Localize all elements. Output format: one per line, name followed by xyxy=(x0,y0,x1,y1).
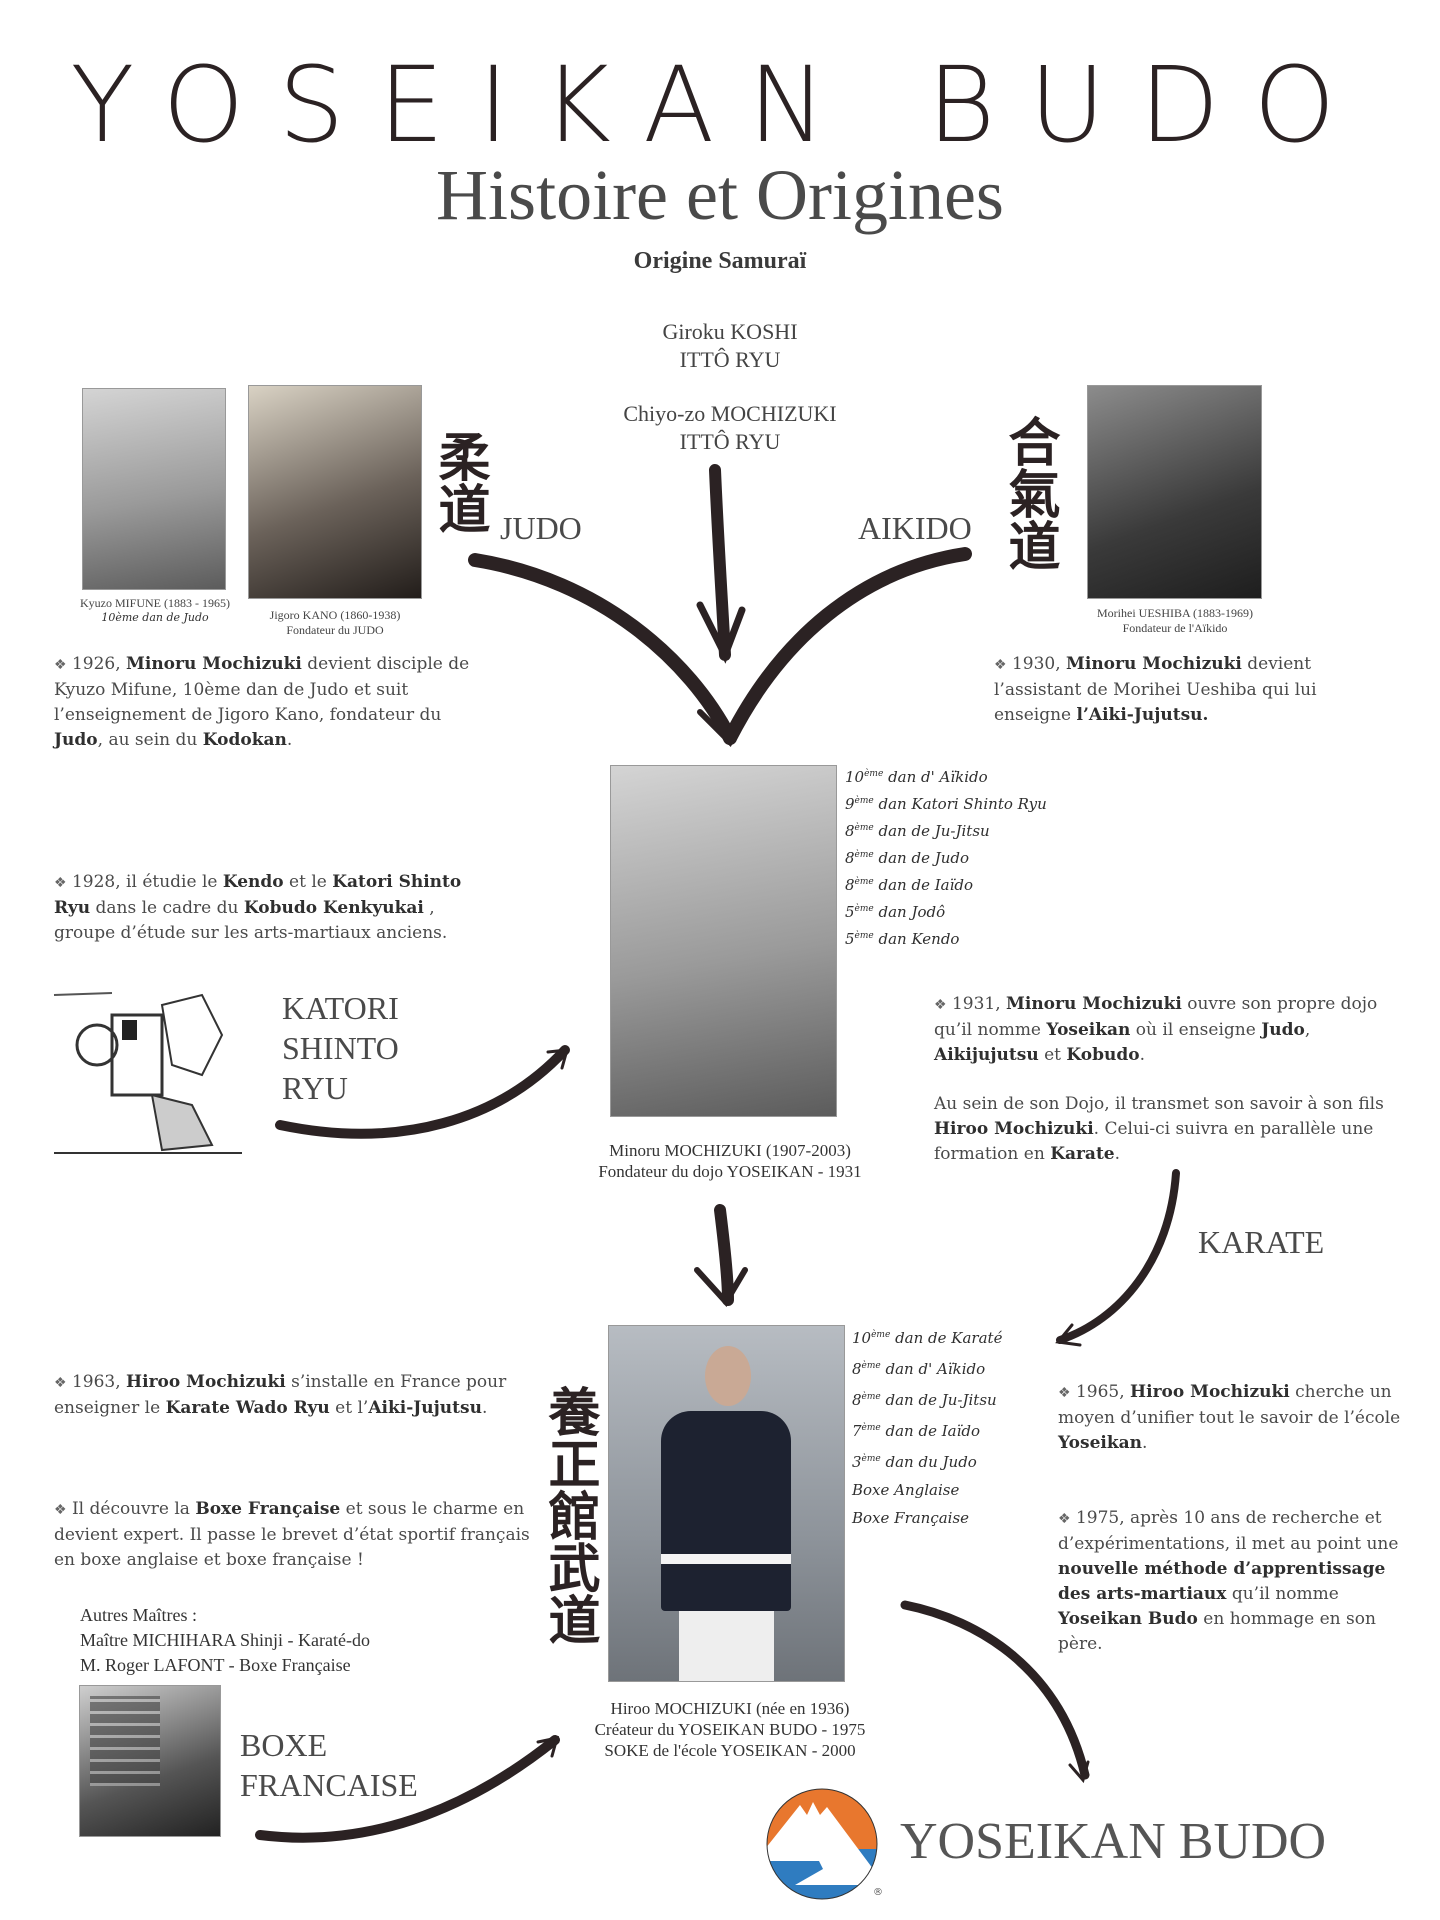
event-1926: ❖ 1926, Minoru Mochizuki devient discipl… xyxy=(54,654,470,750)
registered-mark: ® xyxy=(873,1887,883,1898)
grade-item: 8ème dan d' Aïkido xyxy=(852,1360,986,1378)
lineage-chiyozo: Chiyo-zo MOCHIZUKI ITTÔ RYU xyxy=(520,400,940,456)
grade-item: Boxe Anglaise xyxy=(852,1481,960,1499)
caption-hiroo: Hiroo MOCHIZUKI (née en 1936) Créateur d… xyxy=(560,1698,900,1761)
grade-item: 8ème dan de Ju-Jitsu xyxy=(845,822,990,840)
hiroo-grades-list: 10ème dan de Karaté 8ème dan d' Aïkido 8… xyxy=(852,1323,1052,1530)
grade-item: 9ème dan Katori Shinto Ryu xyxy=(845,795,1047,813)
event-1965: ❖ 1965, Hiroo Mochizuki cherche un moyen… xyxy=(1058,1382,1401,1453)
grade-item: Boxe Française xyxy=(852,1509,970,1527)
event-1975: ❖ 1975, après 10 ans de recherche et d’e… xyxy=(1058,1508,1399,1654)
bullet-icon: ❖ xyxy=(54,1375,67,1391)
face xyxy=(705,1346,751,1406)
caption-name: Minoru MOCHIZUKI (1907-2003) xyxy=(609,1141,851,1160)
grade-item: 8ème dan de Ju-Jitsu xyxy=(852,1391,997,1409)
bullet-icon: ❖ xyxy=(54,875,67,891)
lineage-school: ITTÔ RYU xyxy=(679,347,781,372)
caption-kano: Jigoro KANO (1860-1938) Fondateur du JUD… xyxy=(230,608,440,638)
grade-item: 8ème dan de Judo xyxy=(845,849,970,867)
event-1931-son: Au sein de son Dojo, il transmet son sav… xyxy=(934,1094,1384,1164)
other-masters: Autres Maîtres : Maître MICHIHARA Shinji… xyxy=(80,1603,480,1678)
caption-role-2: SOKE de l'école YOSEIKAN - 2000 xyxy=(604,1741,856,1760)
caption-mifune: Kyuzo MIFUNE (1883 - 1965) 10ème dan de … xyxy=(60,596,250,625)
white-belt xyxy=(661,1554,791,1564)
grade-item: 8ème dan de Iaïdo xyxy=(845,876,974,894)
photo-hiroo-mochizuki xyxy=(608,1325,845,1682)
samurai-drawing-icon xyxy=(53,992,242,1154)
wall-bars xyxy=(90,1696,160,1786)
kanji-aikido: 合氣道 xyxy=(999,415,1060,571)
grade-item: 3ème dan du Judo xyxy=(852,1453,977,1471)
event-1963: ❖ 1963, Hiroo Mochizuki s’installe en Fr… xyxy=(54,1372,507,1418)
grade-item: 5ème dan Jodô xyxy=(845,903,946,921)
label-judo: JUDO xyxy=(500,510,582,546)
caption-name: Morihei UESHIBA (1883-1969) xyxy=(1097,606,1253,620)
illustration-samurai xyxy=(52,975,242,1163)
caption-name: Hiroo MOCHIZUKI (née en 1936) xyxy=(610,1699,850,1718)
grade-item: 5ème dan Kendo xyxy=(845,930,960,948)
section-title: Origine Samuraï xyxy=(633,248,807,274)
caption-name: Jigoro KANO (1860-1938) xyxy=(269,608,401,622)
bullet-icon: ❖ xyxy=(934,997,947,1013)
caption-rank: 10ème dan de Judo xyxy=(101,611,209,624)
lineage-name: Chiyo-zo MOCHIZUKI xyxy=(623,401,837,426)
label-karate: KARATE xyxy=(1198,1224,1325,1260)
event-boxe-francaise: ❖ Il découvre la Boxe Française et sous … xyxy=(54,1499,530,1570)
arrow-judo-icon xyxy=(468,553,737,745)
lineage-name: Giroku KOSHI xyxy=(662,319,798,344)
caption-role: Fondateur de l'Aïkido xyxy=(1122,621,1228,635)
other-masters-title: Autres Maîtres : xyxy=(80,1605,197,1625)
main-title: YOSEIKAN BUDO xyxy=(70,44,1370,166)
photo-morihei-ueshiba xyxy=(1087,385,1262,599)
kanji-judo: 柔道 xyxy=(429,430,490,534)
photo-jigoro-kano xyxy=(248,385,422,599)
event-1930: ❖ 1930, Minoru Mochizuki devient l’assis… xyxy=(994,654,1317,725)
other-master-item: Maître MICHIHARA Shinji - Karaté-do xyxy=(80,1630,370,1650)
bullet-icon: ❖ xyxy=(54,657,67,673)
caption-role: Créateur du YOSEIKAN BUDO - 1975 xyxy=(594,1720,866,1739)
caption-role: Fondateur du JUDO xyxy=(286,623,384,637)
arrow-aikido-icon xyxy=(723,547,972,745)
label-katori-shinto-ryu: KATORI SHINTO RYU xyxy=(282,990,399,1106)
caption-minoru: Minoru MOCHIZUKI (1907-2003) Fondateur d… xyxy=(560,1140,900,1182)
other-master-item: M. Roger LAFONT - Boxe Française xyxy=(80,1655,351,1675)
photo-minoru-mochizuki xyxy=(610,765,837,1117)
lineage-koshi: Giroku KOSHI ITTÔ RYU xyxy=(520,318,940,374)
bullet-icon: ❖ xyxy=(994,657,1007,673)
lineage-school: ITTÔ RYU xyxy=(679,429,781,454)
label-aikido: AIKIDO xyxy=(858,510,972,546)
event-1928: ❖ 1928, il étudie le Kendo et le Katori … xyxy=(54,872,462,943)
photo-boxe-francaise xyxy=(79,1685,221,1837)
logo-text: YOSEIKAN BUDO xyxy=(900,1813,1327,1870)
mount-fuji-logo-icon xyxy=(766,1788,878,1900)
kanji-yoseikan-budo: 養正館武道 xyxy=(539,1385,600,1645)
caption-role: Fondateur du dojo YOSEIKAN - 1931 xyxy=(598,1162,862,1181)
gi-jacket xyxy=(661,1411,791,1611)
gi-pants xyxy=(679,1611,774,1681)
photo-kyuzo-mifune xyxy=(82,388,226,590)
grade-item: 10ème dan d' Aïkido xyxy=(845,768,988,786)
arrow-center-shaft-icon xyxy=(709,464,731,661)
bullet-icon: ❖ xyxy=(54,1502,67,1518)
caption-ueshiba: Morihei UESHIBA (1883-1969) Fondateur de… xyxy=(1070,606,1280,636)
arrow-karate-icon xyxy=(1056,1169,1180,1344)
caption-name: Kyuzo MIFUNE (1883 - 1965) xyxy=(80,596,230,610)
bullet-icon: ❖ xyxy=(1058,1385,1071,1401)
grade-item: 7ème dan de Iaïdo xyxy=(852,1422,981,1440)
arrow-down-icon xyxy=(714,1204,734,1306)
event-1931: ❖ 1931, Minoru Mochizuki ouvre son propr… xyxy=(934,994,1378,1065)
bullet-icon: ❖ xyxy=(1058,1511,1071,1527)
minoru-grades-list: 10ème dan d' Aïkido 9ème dan Katori Shin… xyxy=(845,762,1105,951)
grade-item: 10ème dan de Karaté xyxy=(852,1329,1003,1347)
label-boxe-francaise: BOXE FRANCAISE xyxy=(240,1727,418,1803)
subtitle: Histoire et Origines xyxy=(436,155,1004,235)
yoseikan-logo: ® xyxy=(765,1787,883,1902)
